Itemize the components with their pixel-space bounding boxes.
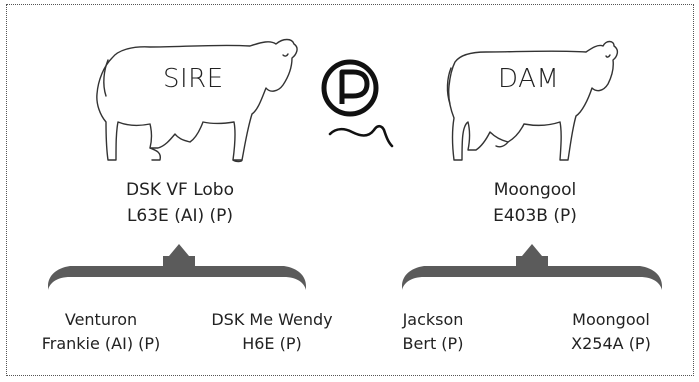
dam-sire-line2: Bert (P) (402, 334, 464, 353)
cow-outline-icon (446, 40, 619, 161)
sire-sire: Venturon Frankie (AI) (P) (16, 308, 186, 356)
dam-dam-line1: Moongool (572, 310, 650, 329)
sire-name: DSK VF Lobo L63E (AI) (P) (70, 177, 290, 229)
sire-arrow-up-icon (164, 244, 194, 262)
dam-sire-line1: Jackson (402, 310, 464, 329)
sire-sire-line2: Frankie (AI) (P) (41, 334, 161, 353)
dam-dam: Moongool X254A (P) (526, 308, 696, 356)
sire-sire-line1: Venturon (64, 310, 138, 329)
sire-name-line2: L63E (AI) (P) (126, 206, 234, 226)
diagram-frame (6, 4, 694, 376)
sire-dam-line2: H6E (P) (242, 334, 302, 353)
dam-arrow-up-icon (517, 244, 547, 262)
dam-name-line2: E403B (P) (493, 206, 577, 226)
sire-dam-line1: DSK Me Wendy (211, 310, 333, 329)
bull-outline-icon (96, 38, 298, 163)
sire-label: SIRE (163, 64, 224, 94)
sire-dam: DSK Me Wendy H6E (P) (187, 308, 357, 356)
dam-dam-line2: X254A (P) (571, 334, 651, 353)
sire-name-line1: DSK VF Lobo (125, 180, 234, 200)
dam-name: Moongool E403B (P) (425, 177, 645, 229)
sire-parent-bracket (48, 244, 306, 290)
polled-p-icon (321, 59, 394, 148)
dam-sire: Jackson Bert (P) (348, 308, 518, 356)
dam-name-line1: Moongool (493, 180, 577, 200)
dam-parent-bracket (402, 244, 662, 290)
dam-label: DAM (498, 64, 560, 94)
